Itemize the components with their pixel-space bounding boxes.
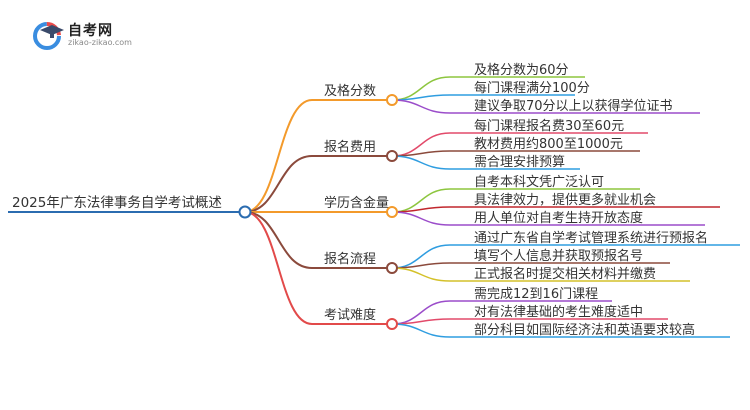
branch-label: 考试难度	[324, 307, 376, 323]
branch-label: 及格分数	[324, 83, 376, 99]
leaf-connector	[391, 244, 451, 269]
leaf-label: 通过广东省自学考试管理系统进行预报名	[474, 230, 708, 246]
branch-node-circle	[386, 318, 398, 330]
leaf-connector	[391, 206, 451, 213]
branch-label: 学历含金量	[324, 195, 389, 211]
root-label: 2025年广东法律事务自学考试概述	[12, 195, 222, 211]
graduation-cap-logo-icon	[33, 22, 64, 50]
leaf-label: 正式报名时提交相关材料并缴费	[474, 266, 656, 282]
branch-node-circle	[386, 150, 398, 162]
leaf-connector	[391, 99, 451, 114]
leaf-label: 每门课程报名费30至60元	[474, 118, 624, 134]
branch-label: 报名流程	[324, 251, 376, 267]
leaf-connector	[391, 188, 451, 213]
leaf-label: 及格分数为60分	[474, 62, 569, 78]
leaf-connector	[391, 318, 451, 325]
leaf-connector	[391, 150, 451, 157]
leaf-label: 部分科目如国际经济法和英语要求较高	[474, 322, 695, 338]
leaf-connector	[391, 132, 451, 157]
leaf-connector	[391, 94, 451, 101]
leaf-label: 对有法律基础的考生难度适中	[474, 304, 643, 320]
leaf-label: 自考本科文凭广泛认可	[474, 175, 604, 190]
branch-node-circle	[386, 262, 398, 274]
branch-connector	[244, 211, 313, 269]
leaf-label: 具法律效力，提供更多就业机会	[474, 192, 656, 208]
leaf-label: 建议争取70分以上以获得学位证书	[474, 98, 673, 114]
branch-node-circle	[386, 206, 398, 218]
leaf-connector	[391, 323, 451, 338]
logo-url: zikao-zikao.com	[68, 38, 132, 47]
leaf-connector	[391, 267, 451, 282]
leaf-connector	[391, 76, 451, 101]
branch-label: 报名费用	[324, 139, 376, 155]
leaf-connector	[391, 211, 451, 226]
leaf-label: 需完成12到16门课程	[474, 287, 598, 302]
leaf-label: 每门课程满分100分	[474, 80, 590, 96]
root-node-circle	[238, 205, 252, 219]
branch-connector	[244, 211, 313, 325]
leaf-connector	[391, 300, 451, 325]
leaf-label: 教材费用约800至1000元	[474, 136, 623, 152]
leaf-connector	[391, 155, 451, 170]
leaf-label: 需合理安排预算	[474, 155, 565, 170]
leaf-label: 用人单位对自考生持开放态度	[474, 210, 643, 226]
branch-connector	[244, 99, 313, 213]
branch-connector	[244, 155, 313, 213]
logo-title: 自考网	[68, 23, 113, 39]
branch-node-circle	[386, 94, 398, 106]
leaf-label: 填写个人信息并获取预报名号	[474, 248, 643, 264]
site-logo[interactable]: 自考网 zikao-zikao.com	[32, 18, 142, 52]
leaf-connector	[391, 262, 451, 269]
